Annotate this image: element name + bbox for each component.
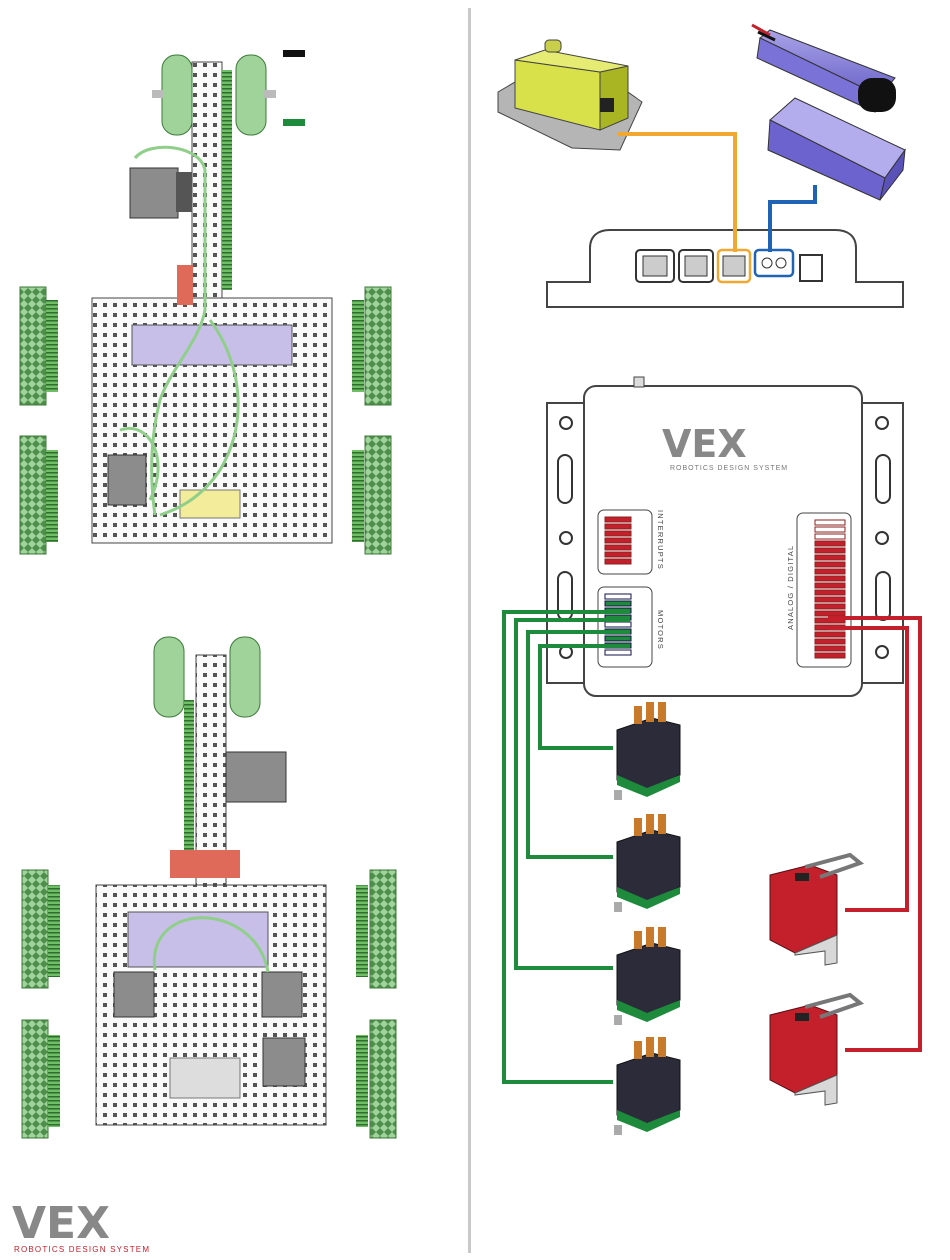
drive-wheel-br (365, 436, 391, 554)
drive-wheel-fr (365, 287, 391, 405)
arm-wheel-left (152, 55, 192, 135)
vex-logo: VEX ROBOTICS DESIGN SYSTEM (12, 1198, 150, 1254)
svg-text:VEX: VEX (662, 422, 747, 466)
legend-green-swatch (283, 119, 305, 126)
svg-text:INTERRUPTS: INTERRUPTS (656, 510, 665, 570)
drive-wheel-bl (20, 436, 46, 554)
svg-text:ROBOTICS DESIGN SYSTEM: ROBOTICS DESIGN SYSTEM (670, 465, 788, 472)
drive-wheel-fl (20, 287, 46, 405)
arm-motor (130, 168, 192, 218)
robot-chassis-bottom (22, 637, 396, 1138)
servo-motor-icon (614, 702, 680, 1135)
battery-holder-icon (768, 98, 905, 200)
limit-switch-icon (770, 855, 860, 1105)
legend-black-swatch (283, 50, 305, 57)
arm-wheel-right (236, 55, 276, 135)
svg-text:ROBOTICS DESIGN SYSTEM: ROBOTICS DESIGN SYSTEM (14, 1245, 150, 1254)
battery-pack-icon (752, 25, 896, 112)
svg-text:ANALOG / DIGITAL: ANALOG / DIGITAL (786, 545, 795, 630)
svg-text:VEX: VEX (12, 1198, 110, 1249)
svg-text:MOTORS: MOTORS (656, 610, 665, 650)
microcontroller-icon: VEX ROBOTICS DESIGN SYSTEM INTERRUPTS MO… (547, 377, 903, 696)
controller-ports (547, 230, 903, 307)
robot-chassis-top (20, 50, 391, 554)
